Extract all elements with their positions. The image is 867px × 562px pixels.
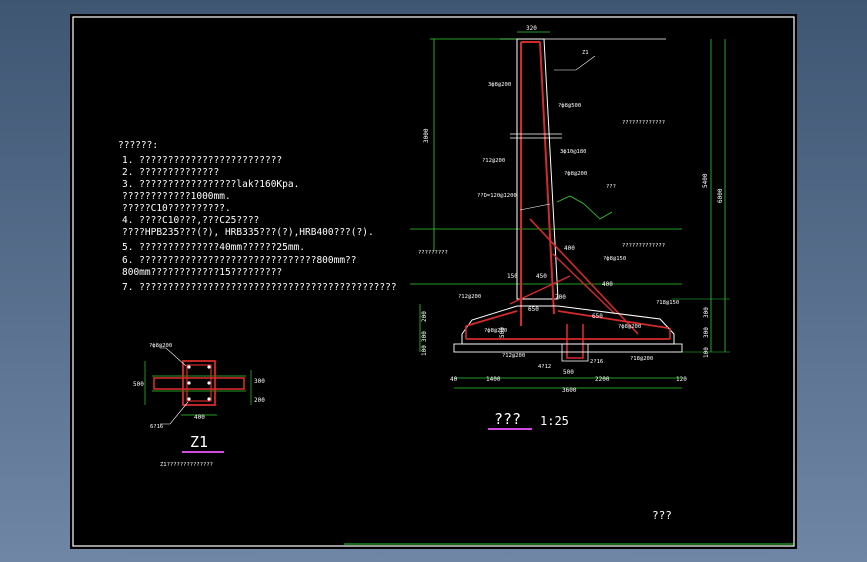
dim-right-300a: 300: [703, 307, 710, 318]
label-wall-500: ?ф8@500: [558, 103, 581, 109]
z1-dim-500: 500: [133, 381, 144, 388]
label-wall-left: ?12@200: [482, 158, 505, 164]
dim-3600: 3600: [562, 387, 577, 394]
note-line-11: 7. ?????????????????????????????????????…: [122, 282, 397, 293]
label-wall-200: ?ф8@200: [564, 171, 587, 177]
label-toe-bottom: ?ф8@200: [484, 328, 507, 334]
note-line-1: 1. ?????????????????????????: [122, 155, 282, 166]
dim-2200: 2200: [595, 376, 610, 383]
section-title: ???: [494, 410, 521, 428]
z1-bar: [207, 381, 211, 385]
label-z1: Z1: [582, 50, 589, 56]
dim-500-key: 500: [563, 369, 574, 376]
z1-bar: [187, 397, 191, 401]
label-left-note: ?????????: [418, 250, 448, 256]
label-wall-top: 3ф8@200: [488, 82, 511, 88]
label-dowel: ??D=120@1200: [477, 193, 517, 199]
note-line-10: 800mm????????????15?????????: [122, 267, 282, 278]
z1-wall-rebar: [153, 377, 245, 390]
z1-caption: Z1??????????????: [160, 462, 213, 468]
dim-left-100: 100: [421, 345, 428, 356]
note-line-7: ????HPB235???(?), HRB335???(?),HRB400???…: [122, 227, 374, 238]
z1-label-top: ?ф8@200: [149, 343, 172, 349]
z1-column-outline: [182, 360, 216, 406]
dim-500-base: 500: [499, 327, 506, 338]
dim-right-300b: 300: [703, 327, 710, 338]
dim-120: 120: [676, 376, 687, 383]
label-right-note-2: ?????????????: [622, 243, 665, 249]
leader-z1: [554, 55, 596, 71]
z1-title: Z1: [190, 433, 208, 451]
label-wall-mid: 3ф10@180: [560, 149, 587, 155]
z1-bar: [187, 381, 191, 385]
label-heel-bottom: ?ф8@200: [618, 324, 641, 330]
dim-400b: 400: [602, 281, 613, 288]
drawing-canvas: ??????: 1. ????????????????????????? 2. …: [70, 14, 797, 549]
note-line-4: ????????????1000mm.: [122, 191, 231, 202]
note-line-8: 5. ??????????????40mm??????25mm.: [122, 242, 305, 253]
label-key-2: 2?16: [590, 359, 603, 365]
shear-key-rebar: [566, 324, 584, 359]
z1-dim-width: 400: [194, 414, 205, 421]
toe-top-bar: [465, 310, 518, 327]
dim-right-100: 100: [703, 347, 710, 358]
label-base-bottom: ?12@200: [502, 353, 525, 359]
label-heel-top: ?ф8@150: [603, 256, 626, 262]
dim-650: 650: [528, 306, 539, 313]
cad-drawing-viewport[interactable]: ??????: 1. ????????????????????????? 2. …: [70, 14, 797, 549]
dim-320: 320: [526, 25, 537, 32]
z1-bar: [207, 365, 211, 369]
soil-line: [556, 195, 613, 220]
label-soil: ???: [606, 184, 616, 190]
z1-bar: [207, 397, 211, 401]
dim-left-300: 300: [421, 331, 428, 342]
label-heel-top-2: ?18@150: [656, 300, 679, 306]
z1-column-stirrup: [186, 364, 212, 402]
dim-150: 150: [507, 273, 518, 280]
wall-section: 3000 5400 6000 300 300 100 200 300 100 3…: [410, 25, 730, 430]
note-line-6: 4. ????C10???,???C25????: [122, 215, 259, 226]
dim-650b: 650: [592, 313, 603, 320]
label-toe-top: ?12@200: [458, 294, 481, 300]
heel-top-bar: [557, 310, 669, 329]
z1-dim-200: 200: [254, 397, 265, 404]
dim-400: 400: [564, 245, 575, 252]
toe-diagonal-bar: [509, 275, 571, 305]
z1-leader-top: [160, 347, 187, 367]
dim-6000: 6000: [717, 188, 724, 203]
heel-diagonal-bar: [529, 218, 639, 335]
note-line-2: 2. ??????????????: [122, 167, 219, 178]
note-line-9: 6. ???????????????????????????????800mm?…: [122, 255, 357, 266]
z1-label-bottom: 6?16: [150, 424, 163, 430]
note-line-3: 3. ?????????????????lak?160Kpa.: [122, 179, 299, 190]
z1-detail: ?ф8@200 6?16 400 500 300 200 Z1 Z1??????…: [133, 343, 265, 468]
dim-left-200: 200: [421, 311, 428, 322]
stem-rebar-back: [539, 41, 555, 315]
notes-heading: ??????:: [118, 140, 158, 151]
drawing-background: [70, 14, 797, 549]
section-scale: 1:25: [540, 414, 569, 428]
label-base-bottom-2: ?18@200: [630, 356, 653, 362]
wall-stem-outline: [516, 38, 559, 300]
label-key-1: 4?12: [538, 364, 551, 370]
z1-dim-300: 300: [254, 378, 265, 385]
dim-700: 700: [555, 294, 566, 301]
z1-bar: [187, 365, 191, 369]
dim-450: 450: [536, 273, 547, 280]
heel-diagonal-bar-2: [552, 253, 616, 315]
stamp-text: ???: [652, 509, 672, 522]
blinding-layer: [453, 343, 683, 353]
outer-border: [72, 16, 795, 547]
leader-dowel: [519, 203, 551, 211]
label-right-note-1: ?????????????: [622, 120, 665, 126]
dim-3000: 3000: [423, 128, 430, 143]
dim-1400: 1400: [486, 376, 501, 383]
z1-leader-bottom: [160, 401, 189, 425]
dim-40: 40: [450, 376, 458, 383]
dim-5400: 5400: [702, 173, 709, 188]
note-line-5: ?????C10??????????.: [122, 203, 231, 214]
general-notes: ??????: 1. ????????????????????????? 2. …: [118, 140, 397, 293]
